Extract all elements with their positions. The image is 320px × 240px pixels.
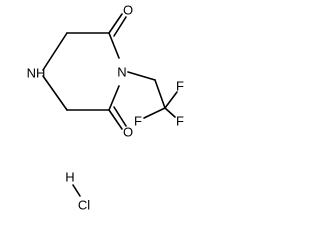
atom-o-top-label: O	[123, 3, 133, 18]
bond-cf3-f-right	[164, 107, 176, 118]
atom-h-label: H	[65, 170, 74, 185]
atom-f-right-label: F	[176, 114, 184, 129]
atom-nh-label: NH	[27, 66, 46, 81]
chemical-structure: NH N O O F F F H Cl	[27, 3, 184, 213]
bond-c4-nh	[42, 75, 68, 111]
atom-f-left-label: F	[134, 114, 142, 129]
bond-ch2-cf3	[154, 79, 166, 109]
bond-n-ch2	[127, 71, 156, 81]
atom-o-bottom-label: O	[123, 125, 133, 140]
bond-cf3-f-top	[164, 91, 178, 109]
bond-c3-o-bottom-a	[108, 109, 123, 130]
bond-c2-o-top-b	[113, 16, 127, 37]
bond-c2-n	[108, 32, 120, 59]
bond-c3-o-bottom-b	[113, 106, 127, 127]
bond-c2-o-top-a	[108, 13, 123, 34]
bond-n-c3	[108, 85, 120, 111]
atom-n-label: N	[117, 65, 126, 80]
bond-cf3-f-left	[143, 107, 166, 119]
bond-nh-c1	[42, 32, 68, 71]
atom-f-top-label: F	[176, 79, 184, 94]
atom-cl-label: Cl	[78, 198, 90, 213]
bond-h-cl	[72, 184, 81, 197]
